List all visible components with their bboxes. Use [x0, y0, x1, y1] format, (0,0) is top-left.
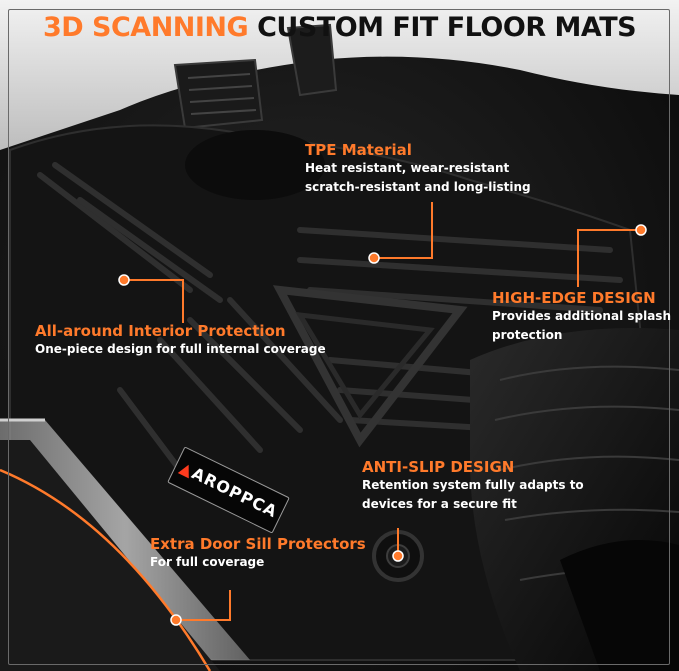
headline-highlight: 3D SCANNING — [42, 12, 249, 43]
feature-title: Extra Door Sill Protectors — [150, 535, 366, 553]
feature-title: ANTI-SLIP DESIGN — [362, 458, 515, 476]
feature-anti-slip-design: ANTI-SLIP DESIGN Retention system fully … — [362, 458, 584, 514]
feature-description: Retention system fully adapts to devices… — [362, 478, 584, 511]
feature-tpe-material: TPE Material Heat resistant, wear-resist… — [305, 141, 531, 197]
feature-description: One-piece design for full internal cover… — [35, 342, 326, 356]
headline: 3D SCANNING CUSTOM FIT FLOOR MATS — [0, 12, 679, 43]
feature-door-sill-protectors: Extra Door Sill Protectors For full cove… — [150, 535, 366, 572]
feature-title: HIGH-EDGE DESIGN — [492, 289, 656, 307]
feature-title: All-around Interior Protection — [35, 322, 286, 340]
headline-rest: CUSTOM FIT FLOOR MATS — [257, 12, 637, 43]
feature-description: Heat resistant, wear-resistant scratch-r… — [305, 161, 531, 194]
feature-title: TPE Material — [305, 141, 412, 159]
feature-description: For full coverage — [150, 555, 265, 569]
feature-high-edge-design: HIGH-EDGE DESIGN Provides additional spl… — [492, 289, 671, 345]
feature-description: Provides additional splash protection — [492, 309, 671, 342]
feature-all-around-protection: All-around Interior Protection One-piece… — [35, 322, 326, 359]
